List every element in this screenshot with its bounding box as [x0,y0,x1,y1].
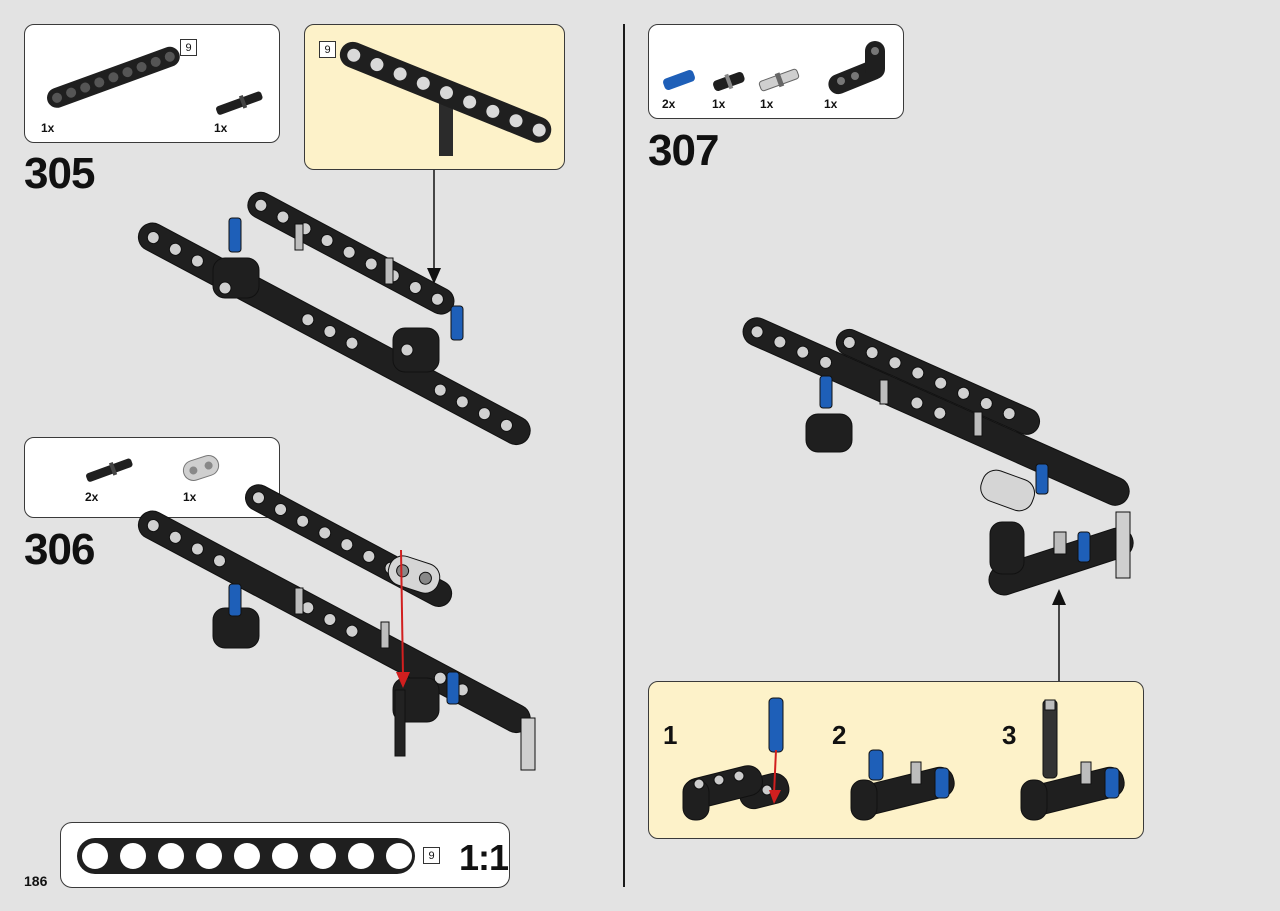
substep-number-1: 1 [663,720,678,750]
qty-label: 1x [214,121,228,135]
sub-assembly-callout-307: 1 2 3 [648,681,1144,839]
scale-ruler: 9 1:1 [60,822,510,888]
connector-grey-icon [182,455,220,481]
pin-black-icon [713,72,745,92]
length-badge: 9 [319,41,336,58]
axle-grey-icon [758,68,800,92]
beam-9-icon [47,46,180,108]
qty-label: 1x [760,97,774,111]
page-number: 186 [24,873,48,889]
axle-pin-black-icon [216,91,263,115]
beam-9-icon [339,41,552,156]
pin-blue-icon [663,70,695,90]
substep-number-2: 2 [832,720,847,750]
assembly-model-305 [137,191,531,446]
placement-arrow [427,170,441,284]
qty-label: 1x [824,97,838,111]
length-badge: 9 [423,847,440,864]
scale-label: 1:1 [459,837,509,878]
length-badge: 9 [180,39,197,56]
step-number-305: 305 [24,149,95,198]
assembly-model-307 [742,317,1134,596]
assembly-model-306 [137,484,536,771]
substep-1-model [682,697,790,821]
beam-9-ruler-icon [77,838,415,874]
qty-label: 1x [41,121,55,135]
sub-assembly-callout-305: 9 [304,24,565,170]
qty-label: 2x [662,97,676,111]
qty-label: 1x [712,97,726,111]
step-number-307: 307 [648,126,719,175]
step-number-306: 306 [24,525,95,574]
substep-3-model [1020,699,1125,821]
angled-beam-icon [828,41,885,95]
parts-list-307: 2x 1x 1x 1x [648,24,904,119]
substep-number-3: 3 [1002,720,1017,750]
parts-list-306: 2x 1x [24,437,280,518]
parts-list-305: 9 1x 1x [24,24,280,143]
qty-label: 2x [85,490,99,504]
placement-arrow [1052,589,1066,681]
qty-label: 1x [183,490,197,504]
substep-2-model [850,749,955,821]
page-divider [623,24,625,887]
axle-pin-black-icon [86,458,133,482]
